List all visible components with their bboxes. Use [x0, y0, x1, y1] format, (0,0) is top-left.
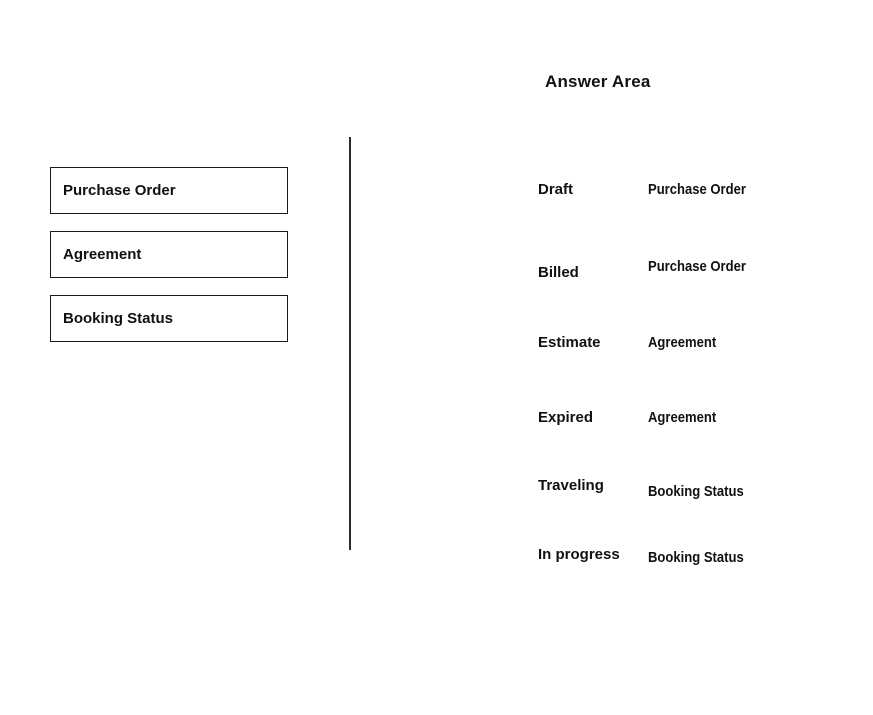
dropped-answer-draft[interactable]: Purchase Order — [648, 181, 746, 198]
drag-source-purchase-order[interactable]: Purchase Order — [50, 167, 288, 214]
answer-area-title: Answer Area — [545, 72, 651, 91]
dropped-answer-estimate[interactable]: Agreement — [648, 334, 717, 351]
drag-source-agreement[interactable]: Agreement — [50, 231, 288, 278]
drag-source-booking-status[interactable]: Booking Status — [50, 295, 288, 342]
dropped-answer-expired[interactable]: Agreement — [648, 409, 717, 426]
status-label-traveling: Traveling — [538, 477, 604, 494]
status-label-billed: Billed — [538, 264, 579, 281]
divider-line — [349, 137, 351, 550]
status-label-draft: Draft — [538, 181, 574, 198]
dropped-answer-traveling[interactable]: Booking Status — [648, 483, 744, 500]
status-label-in-progress: In progress — [538, 546, 620, 563]
status-label-expired: Expired — [538, 409, 594, 426]
drag-source-label: Booking Status — [63, 310, 174, 327]
dropped-answer-billed[interactable]: Purchase Order — [648, 258, 746, 275]
dropped-answer-in-progress[interactable]: Booking Status — [648, 549, 744, 566]
drag-source-label: Agreement — [63, 246, 142, 263]
status-label-estimate: Estimate — [538, 334, 601, 351]
drag-source-label: Purchase Order — [63, 182, 176, 199]
